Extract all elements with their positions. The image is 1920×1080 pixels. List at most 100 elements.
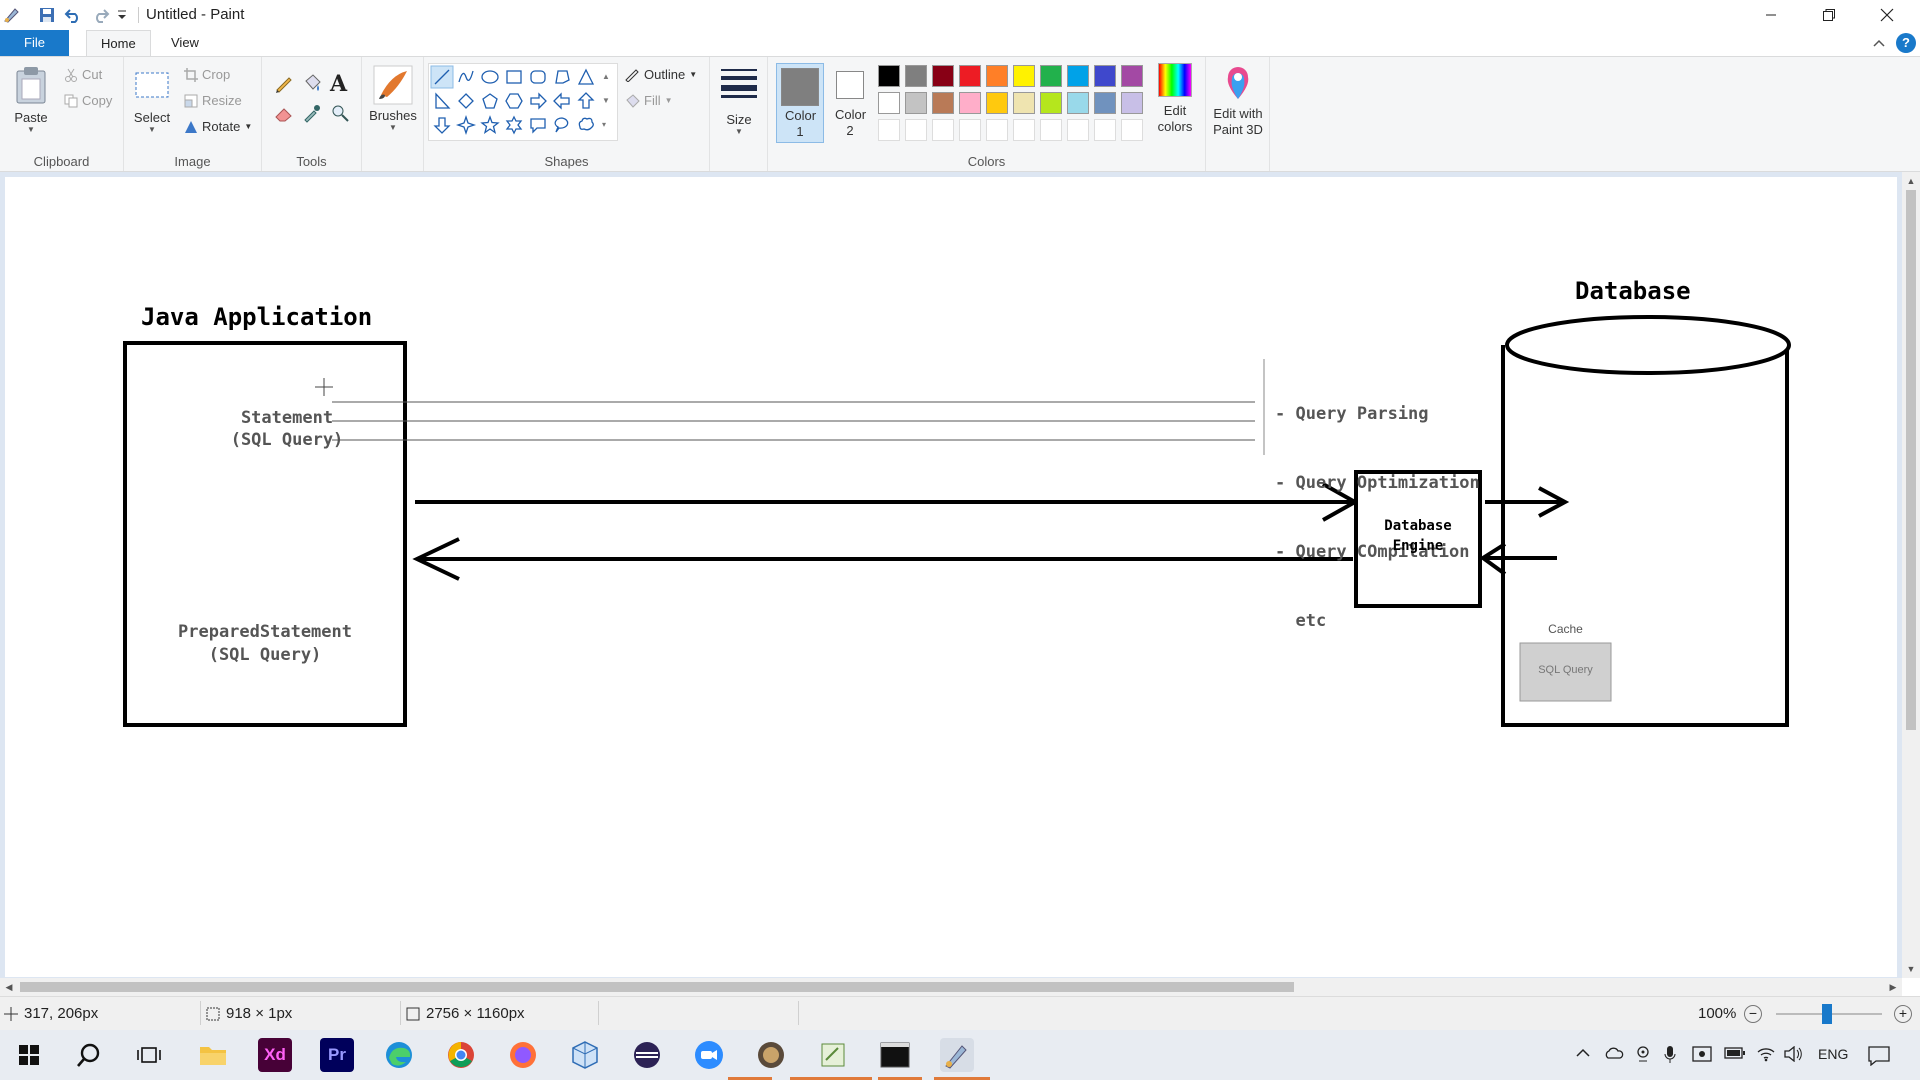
right-arrow-shape-icon[interactable]: [530, 92, 547, 110]
zoom-out-button[interactable]: −: [1744, 1005, 1762, 1023]
palette-swatch[interactable]: [1121, 92, 1143, 114]
edit-colors-button[interactable]: Edit colors: [1150, 63, 1200, 135]
pentagon-shape-icon[interactable]: [482, 93, 498, 109]
notepad-app-icon[interactable]: [816, 1038, 850, 1072]
magnifier-icon[interactable]: [330, 103, 350, 126]
edge-icon[interactable]: [382, 1038, 416, 1072]
redo-icon[interactable]: [92, 4, 110, 26]
webcam-icon[interactable]: [1636, 1046, 1650, 1065]
line-shape-icon[interactable]: [430, 65, 454, 89]
zoom-icon[interactable]: [692, 1038, 726, 1072]
rotate-button[interactable]: Rotate▼: [184, 119, 252, 134]
palette-swatch[interactable]: [1040, 92, 1062, 114]
show-hidden-icons-icon[interactable]: [1576, 1046, 1590, 1063]
rectangle-shape-icon[interactable]: [506, 70, 522, 84]
palette-empty-swatch[interactable]: [986, 119, 1008, 141]
shapes-scroll[interactable]: ▲▼▾: [602, 72, 610, 129]
palette-empty-swatch[interactable]: [1121, 119, 1143, 141]
five-point-star-shape-icon[interactable]: [480, 115, 500, 135]
volume-icon[interactable]: [1784, 1045, 1804, 1065]
palette-swatch[interactable]: [1013, 92, 1035, 114]
palette-swatch[interactable]: [1067, 92, 1089, 114]
firefox-icon[interactable]: [506, 1038, 540, 1072]
zoom-in-button[interactable]: +: [1894, 1005, 1912, 1023]
triangle-shape-icon[interactable]: [577, 68, 595, 85]
rounded-callout-shape-icon[interactable]: [530, 118, 546, 134]
palette-swatch[interactable]: [986, 65, 1008, 87]
text-tool-icon[interactable]: A: [330, 71, 348, 97]
four-point-star-shape-icon[interactable]: [455, 114, 477, 136]
down-arrow-shape-icon[interactable]: [433, 117, 451, 134]
paint-app-icon[interactable]: [2, 4, 20, 26]
edit-with-paint3d-button[interactable]: Edit with Paint 3D: [1210, 65, 1266, 138]
minimize-button[interactable]: [1748, 0, 1794, 30]
palette-swatch[interactable]: [959, 65, 981, 87]
palette-swatch[interactable]: [932, 65, 954, 87]
color1-button[interactable]: Color 1: [776, 63, 824, 143]
palette-empty-swatch[interactable]: [932, 119, 954, 141]
palette-empty-swatch[interactable]: [1013, 119, 1035, 141]
shapes-gallery[interactable]: [428, 63, 618, 141]
onedrive-icon[interactable]: [1604, 1046, 1624, 1063]
palette-swatch[interactable]: [1013, 65, 1035, 87]
terminal-icon[interactable]: [878, 1038, 912, 1072]
select-button[interactable]: Select ▼: [132, 69, 172, 134]
palette-swatch[interactable]: [1121, 65, 1143, 87]
oval-shape-icon[interactable]: [481, 70, 499, 84]
oval-callout-shape-icon[interactable]: [554, 117, 569, 133]
scroll-down-icon[interactable]: ▼: [1906, 964, 1916, 974]
save-icon[interactable]: [38, 4, 56, 26]
palette-swatch[interactable]: [1040, 65, 1062, 87]
up-arrow-shape-icon[interactable]: [577, 92, 595, 109]
microphone-icon[interactable]: [1664, 1046, 1676, 1067]
horizontal-scroll-thumb[interactable]: [20, 982, 1294, 992]
premiere-pro-icon[interactable]: Pr: [320, 1038, 354, 1072]
cloud-callout-shape-icon[interactable]: [578, 117, 594, 131]
diamond-shape-icon[interactable]: [458, 93, 474, 109]
polygon-shape-icon[interactable]: [555, 70, 570, 84]
input-language[interactable]: ENG: [1818, 1046, 1849, 1062]
app-badge-icon[interactable]: [754, 1038, 788, 1072]
fill-button[interactable]: Fill▼: [624, 93, 673, 108]
search-icon[interactable]: [72, 1038, 106, 1072]
palette-swatch[interactable]: [932, 92, 954, 114]
palette-swatch[interactable]: [878, 65, 900, 87]
palette-empty-swatch[interactable]: [905, 119, 927, 141]
file-explorer-icon[interactable]: [196, 1038, 230, 1072]
scroll-up-icon[interactable]: ▲: [1906, 176, 1916, 186]
palette-empty-swatch[interactable]: [1094, 119, 1116, 141]
scroll-left-icon[interactable]: ◀: [5, 982, 13, 992]
outline-button[interactable]: Outline▼: [624, 67, 697, 82]
vertical-scrollbar[interactable]: ▲ ▼: [1902, 172, 1920, 978]
undo-icon[interactable]: [64, 4, 82, 26]
fill-bucket-icon[interactable]: [302, 73, 322, 96]
hexagon-shape-icon[interactable]: [505, 93, 523, 109]
task-view-icon[interactable]: [132, 1038, 166, 1072]
collapse-ribbon-icon[interactable]: [1872, 36, 1886, 53]
color2-button[interactable]: Color 2: [830, 63, 870, 143]
right-triangle-shape-icon[interactable]: [435, 92, 451, 109]
palette-empty-swatch[interactable]: [1040, 119, 1062, 141]
eraser-icon[interactable]: [274, 103, 294, 126]
adobe-xd-icon[interactable]: Xd: [258, 1038, 292, 1072]
paint-taskbar-icon[interactable]: [940, 1038, 974, 1072]
eclipse-icon[interactable]: [630, 1038, 664, 1072]
crop-button[interactable]: Crop: [184, 67, 230, 82]
tab-view[interactable]: View: [171, 35, 199, 50]
color-picker-icon[interactable]: [302, 103, 322, 126]
brushes-button[interactable]: Brushes ▼: [368, 65, 418, 132]
close-button[interactable]: [1864, 0, 1910, 30]
size-button[interactable]: Size ▼: [716, 67, 762, 136]
palette-empty-swatch[interactable]: [1067, 119, 1089, 141]
palette-swatch[interactable]: [905, 92, 927, 114]
wifi-icon[interactable]: [1756, 1046, 1776, 1065]
palette-swatch[interactable]: [959, 92, 981, 114]
tab-file[interactable]: File: [0, 30, 69, 56]
paste-button[interactable]: Paste ▼: [8, 65, 54, 134]
screen-capture-icon[interactable]: [1692, 1046, 1712, 1065]
restore-button[interactable]: [1806, 0, 1852, 30]
battery-icon[interactable]: [1724, 1046, 1746, 1063]
cut-button[interactable]: Cut: [64, 67, 102, 82]
palette-swatch[interactable]: [905, 65, 927, 87]
palette-swatch[interactable]: [1094, 92, 1116, 114]
